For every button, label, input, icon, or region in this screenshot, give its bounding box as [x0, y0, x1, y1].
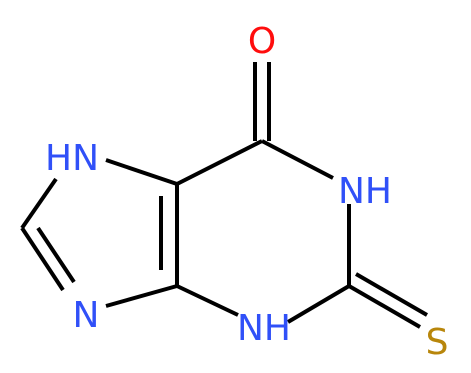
bond-c6-n1: [261, 139, 334, 180]
bond-c5-n7: [105, 158, 178, 186]
bond-c2-s-a: [347, 284, 422, 329]
atom-labels: O HN NH N NH S: [45, 21, 448, 363]
bond-c5-c6: [176, 139, 263, 186]
bond-c8-n9-a: [20, 226, 65, 292]
bond-c2-n3: [286, 284, 351, 324]
atom-label-imidazole-nh: HN: [45, 138, 99, 179]
atom-label-imidazole-n: N: [73, 295, 100, 336]
atom-label-pyrimidine-nh-lower: NH: [237, 308, 291, 349]
bonds: [20, 62, 429, 329]
bond-n7-c8: [20, 177, 58, 230]
atom-label-sulfur: S: [426, 322, 449, 363]
bond-c8-n9-b: [36, 226, 76, 284]
bond-n3-c4: [176, 284, 239, 317]
bond-n9-c4: [105, 284, 178, 308]
atom-label-oxygen: O: [248, 21, 276, 62]
bond-c2-s-b: [354, 272, 429, 317]
atom-label-pyrimidine-nh-upper: NH: [338, 171, 392, 212]
